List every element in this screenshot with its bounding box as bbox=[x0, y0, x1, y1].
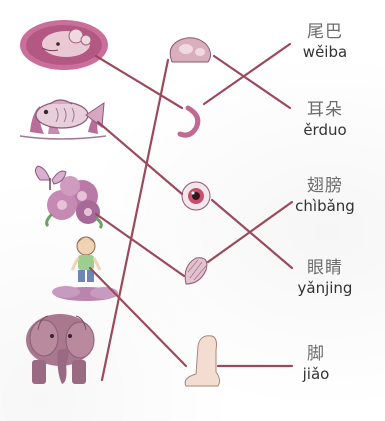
word-ear: 耳朵 ěrduo bbox=[296, 100, 354, 140]
eye-part-icon bbox=[181, 181, 211, 211]
word-tail-hanzi: 尾巴 bbox=[307, 22, 343, 42]
word-foot: 脚 jiǎo bbox=[292, 344, 340, 384]
word-foot-pinyin: jiǎo bbox=[302, 365, 330, 383]
foot-part-icon bbox=[184, 335, 221, 387]
word-eye-pinyin: yǎnjing bbox=[297, 279, 353, 297]
word-wing-pinyin: chìbǎng bbox=[295, 197, 355, 215]
answer-lines bbox=[88, 42, 294, 382]
word-ear-pinyin: ěrduo bbox=[303, 121, 347, 139]
word-tail-pinyin: wěiba bbox=[302, 43, 348, 61]
boy-icon bbox=[52, 236, 118, 301]
butterfly-icon bbox=[34, 165, 103, 230]
word-tail: 尾巴 wěiba bbox=[296, 22, 354, 62]
word-wing-hanzi: 翅膀 bbox=[307, 176, 343, 196]
tail-part-icon bbox=[177, 105, 201, 138]
word-eye-hanzi: 眼睛 bbox=[307, 258, 343, 278]
wing-part-icon bbox=[184, 257, 208, 285]
word-eye: 眼睛 yǎnjing bbox=[288, 258, 362, 298]
elephant-icon bbox=[26, 314, 95, 384]
ear-part-icon bbox=[169, 37, 212, 63]
mouse-icon bbox=[20, 20, 108, 70]
word-ear-hanzi: 耳朵 bbox=[307, 100, 343, 120]
word-wing: 翅膀 chìbǎng bbox=[286, 176, 364, 216]
word-foot-hanzi: 脚 bbox=[307, 344, 325, 364]
fish-icon bbox=[19, 99, 107, 140]
